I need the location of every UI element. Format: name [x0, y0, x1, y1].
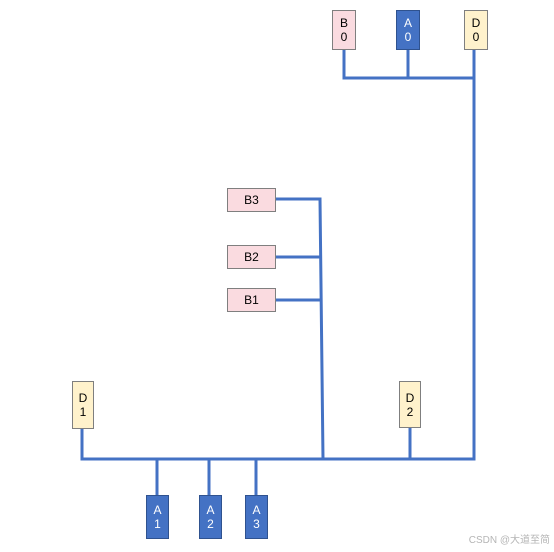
node-d1-letter: D: [78, 391, 88, 405]
node-d0-index: 0: [472, 30, 480, 44]
node-d2-letter: D: [405, 390, 415, 405]
node-b3-label: B3: [244, 193, 259, 207]
node-b1-label: B1: [244, 293, 259, 307]
node-b0-letter: B: [339, 16, 348, 30]
node-a1-letter: A: [153, 503, 162, 517]
node-a0-index: 0: [404, 30, 412, 44]
node-a0-letter: A: [403, 16, 412, 30]
node-a3-letter: A: [252, 503, 261, 517]
node-b1: B1: [227, 288, 276, 312]
node-b0-index: 0: [340, 30, 348, 44]
node-a1-index: 1: [154, 517, 161, 531]
node-d2-index: 2: [406, 404, 414, 419]
node-d1-index: 1: [79, 405, 87, 419]
node-a3-index: 3: [253, 517, 260, 531]
node-a2-letter: A: [206, 503, 215, 517]
watermark: CSDN @大道至简: [468, 535, 550, 546]
node-b2: B2: [227, 245, 276, 269]
node-b2-label: B2: [244, 250, 259, 264]
node-b3: B3: [227, 188, 276, 212]
wire-b-riser: [318, 197, 325, 461]
node-a2-index: 2: [207, 517, 214, 531]
node-d0-letter: D: [471, 16, 481, 30]
